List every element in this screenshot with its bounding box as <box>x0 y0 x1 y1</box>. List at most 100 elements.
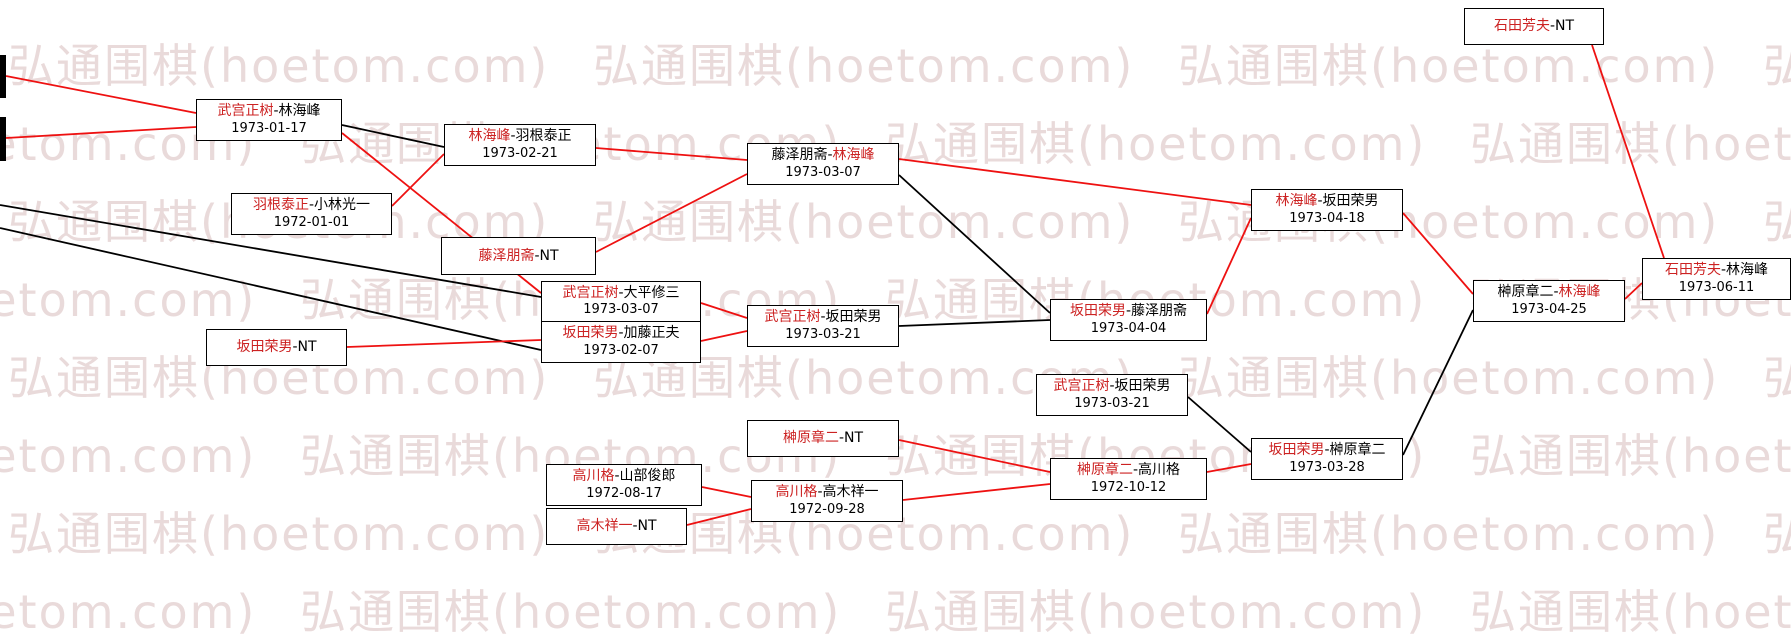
winner-path-line <box>346 339 542 348</box>
winner-path-line <box>5 75 197 114</box>
player-name: 林海峰 <box>1275 193 1318 210</box>
match-date: 1973-02-07 <box>583 342 659 358</box>
player-name: 坂田荣男 <box>236 339 293 356</box>
winner-path-line <box>1402 212 1474 295</box>
match-players: 武宫正树-林海峰 <box>217 102 320 120</box>
offscreen-match-stub <box>0 55 6 98</box>
watermark-text: 弘通围棋(hoetom.com) <box>593 39 1135 93</box>
match-players: 高川格-高木祥一 <box>775 483 878 501</box>
winner-path-line <box>1624 282 1643 300</box>
player-name: 加藤正夫 <box>623 325 680 342</box>
match-date: 1972-09-28 <box>789 501 865 517</box>
player-name: 榊原章二 <box>1329 442 1386 459</box>
player-name: 坂田荣男 <box>1114 378 1171 395</box>
match-players: 藤泽朋斋-林海峰 <box>771 146 874 164</box>
player-separator: - <box>632 518 638 535</box>
watermark-text: 弘通围棋(hoetom.com) <box>1763 507 1791 561</box>
watermark-text: 弘通围棋(hoetom.com) <box>8 507 550 561</box>
player-name: 山部俊郎 <box>619 468 676 485</box>
match-players: 石田芳夫-NT <box>1494 17 1574 35</box>
player-separator: - <box>1109 378 1115 395</box>
player-name: 藤泽朋斋 <box>1131 303 1188 320</box>
player-name: 武宫正树 <box>562 284 619 301</box>
match-players: 藤泽朋斋-NT <box>478 247 558 265</box>
player-separator: - <box>1125 303 1132 320</box>
match-date: 1972-10-12 <box>1090 479 1167 495</box>
player-name: 坂田荣男 <box>1322 193 1379 210</box>
player-name: 武宫正树 <box>217 103 274 120</box>
player-separator: - <box>1549 18 1556 35</box>
player-name: 榊原章二 <box>782 430 839 447</box>
player-separator: - <box>1720 262 1727 279</box>
winner-path-line <box>5 126 197 139</box>
loser-path-line <box>341 124 445 148</box>
watermark-text: 弘通围棋(hoetom.com) <box>885 117 1427 171</box>
match-date: 1972-01-01 <box>273 214 350 230</box>
loser-path-line <box>1187 396 1252 453</box>
player-separator: - <box>618 325 624 342</box>
winner-path-line <box>898 158 1252 206</box>
watermark-text: 弘通围棋(hoetom.com) <box>1178 39 1720 93</box>
match-date: 1973-01-17 <box>231 120 307 136</box>
player-name: 林海峰 <box>832 147 875 164</box>
winner-path-line <box>595 173 748 253</box>
match-date: 1973-04-25 <box>1511 301 1587 317</box>
watermark-text: 弘通围棋(hoetom.com) <box>1763 351 1791 405</box>
winner-path-line <box>902 483 1051 501</box>
player-name: 榊原章二 <box>1497 284 1554 301</box>
loser-path-line <box>898 319 1051 327</box>
player-name: 武宫正树 <box>1053 378 1110 395</box>
match-date: 1973-03-07 <box>785 164 861 180</box>
player-name: 坂田荣男 <box>825 309 882 326</box>
match-box[interactable]: 石田芳夫-NT <box>1464 8 1604 45</box>
player-separator: - <box>510 128 516 145</box>
bye-label: NT <box>297 339 317 356</box>
match-box[interactable]: 藤泽朋斋-NT <box>441 237 596 275</box>
watermark-text: 弘通围棋(hoetom.com) <box>0 585 257 637</box>
player-name: 高木祥一 <box>822 484 879 501</box>
watermark-text: 弘通围棋(hoetom.com) <box>1178 351 1720 405</box>
player-name: 坂田荣男 <box>1268 442 1325 459</box>
player-separator: - <box>273 103 279 120</box>
player-separator: - <box>838 430 845 447</box>
match-date: 1973-03-21 <box>785 326 861 342</box>
player-separator: - <box>827 147 833 164</box>
match-box[interactable]: 榊原章二-NT <box>747 420 899 457</box>
match-date: 1973-03-21 <box>1074 395 1150 411</box>
match-players: 榊原章二-高川格 <box>1077 461 1180 479</box>
bye-label: NT <box>844 430 864 447</box>
match-players: 坂田荣男-榊原章二 <box>1268 441 1385 459</box>
match-box[interactable]: 高木祥一-NT <box>546 508 687 545</box>
watermark-text: 弘通围棋(hoetom.com) <box>0 273 257 327</box>
watermark-text: 弘通围棋(hoetom.com) <box>885 585 1427 637</box>
watermark-text: 弘通围棋(hoetom.com) <box>8 39 550 93</box>
match-date: 1973-04-04 <box>1090 320 1167 336</box>
player-name: 小林光一 <box>314 197 371 214</box>
watermark-text: 弘通围棋(hoetom.com) <box>1763 195 1791 249</box>
loser-path-line <box>0 204 542 298</box>
player-name: 榊原章二 <box>1076 462 1133 479</box>
match-box[interactable]: 坂田荣男-NT <box>206 329 347 366</box>
match-players: 林海峰-羽根泰正 <box>468 127 571 145</box>
loser-path-line <box>898 174 1051 314</box>
player-name: 高木祥一 <box>576 518 633 535</box>
watermark-text: 弘通围棋(hoetom.com) <box>1470 117 1791 171</box>
match-players: 石田芳夫-林海峰 <box>1665 261 1768 279</box>
